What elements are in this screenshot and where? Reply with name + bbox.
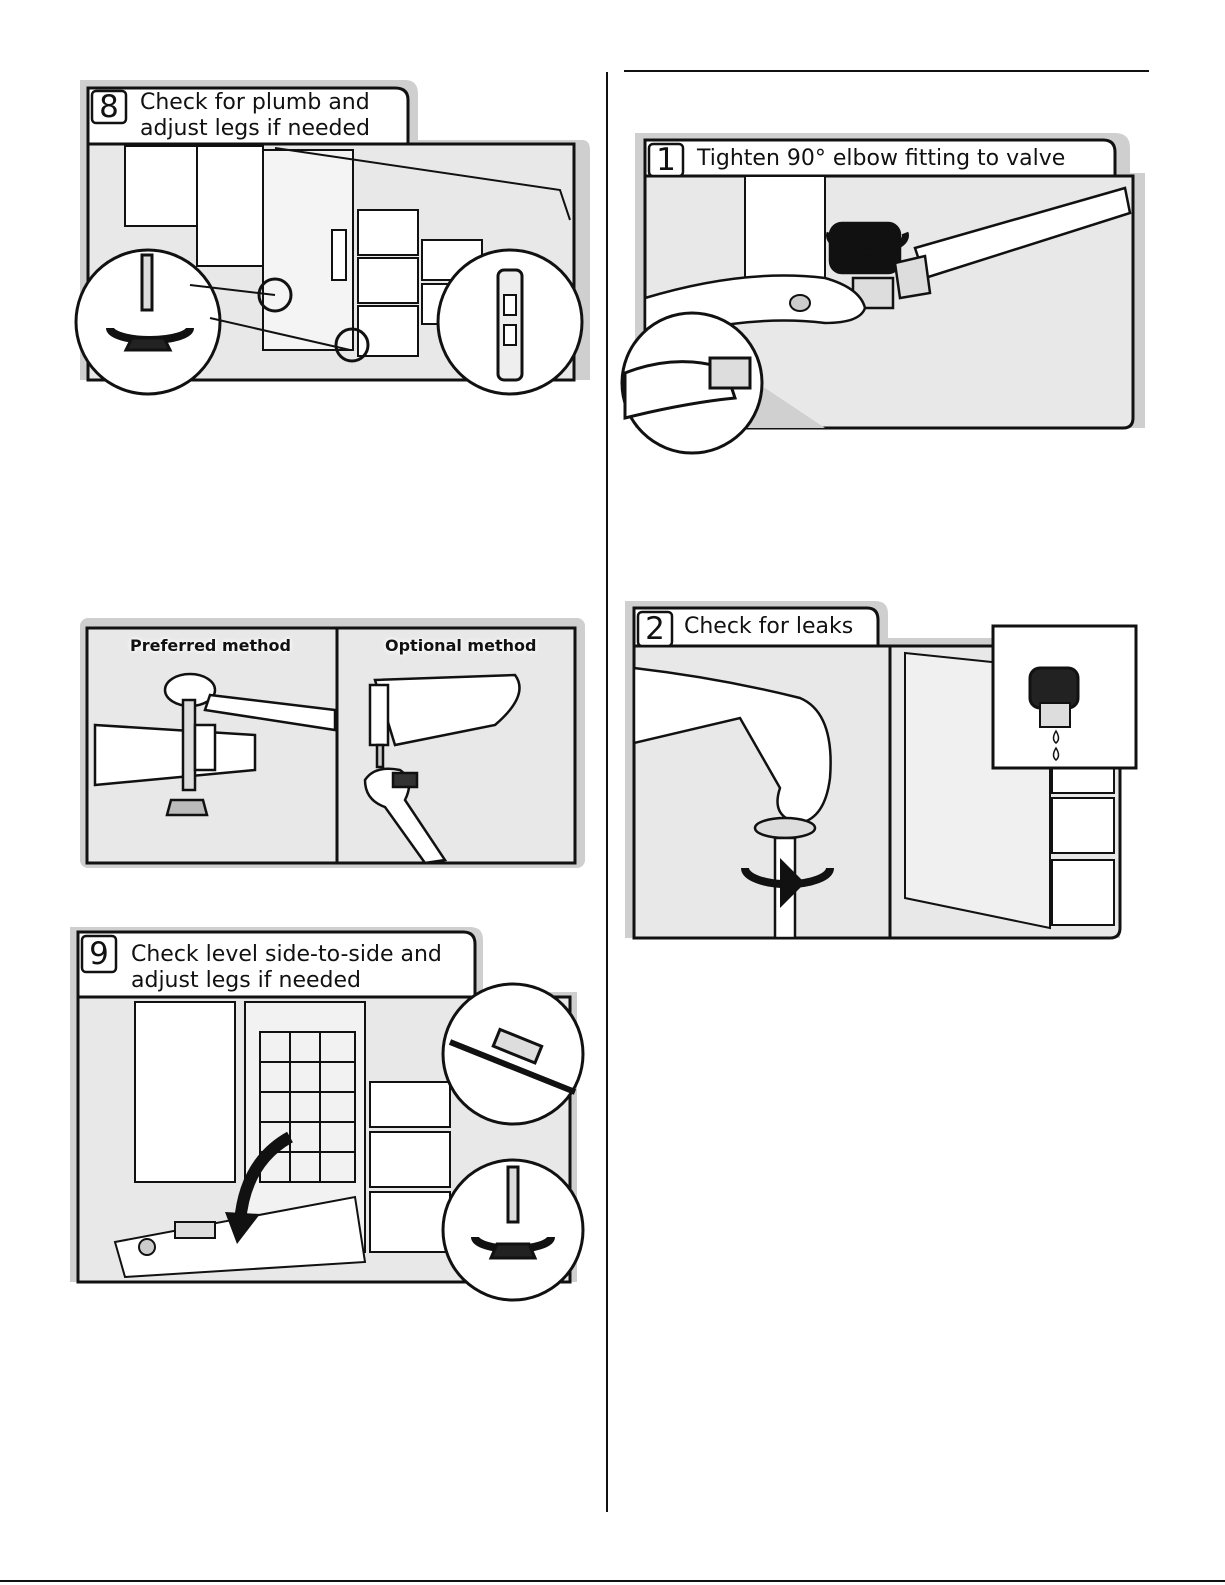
column-divider [606,72,608,1512]
step-title: Check for plumb and [140,90,370,116]
step-number: 8 [92,91,126,123]
optional-method-label: Optional method [385,636,536,655]
methods-figure: Preferred method Optional method [75,615,585,870]
top-rule [624,70,1149,72]
water-drop-icon [1054,748,1059,760]
step-title: Tighten 90° elbow fitting to valve [697,146,1065,172]
step-title: Check for leaks [684,614,853,640]
step-8-figure: 8 Check for plumb and adjust legs if nee… [70,70,590,400]
step-number: 1 [649,144,683,176]
leveling-leg-zoom [76,250,220,394]
step-title: Check level side-to-side and [131,942,442,968]
step-title: adjust legs if needed [131,968,361,994]
step-number: 9 [82,936,116,972]
level-indicator-zoom [438,250,582,394]
leveling-leg-zoom [443,1160,583,1300]
fitting-zoom [622,313,762,453]
rack-level-zoom [443,984,583,1124]
step-title: adjust legs if needed [140,116,370,142]
water-drop-icon [1054,731,1059,743]
preferred-method-label: Preferred method [130,636,291,655]
step-1-figure: 1 Tighten 90° elbow fitting to valve [625,128,1150,453]
leak-inset [993,626,1136,768]
step-9-figure: 9 Check level side-to-side and adjust le… [65,922,590,1302]
page-bottom-rule [0,1580,1225,1582]
step-number: 2 [638,612,672,646]
step-2-figure: 2 Check for leaks [620,598,1145,946]
